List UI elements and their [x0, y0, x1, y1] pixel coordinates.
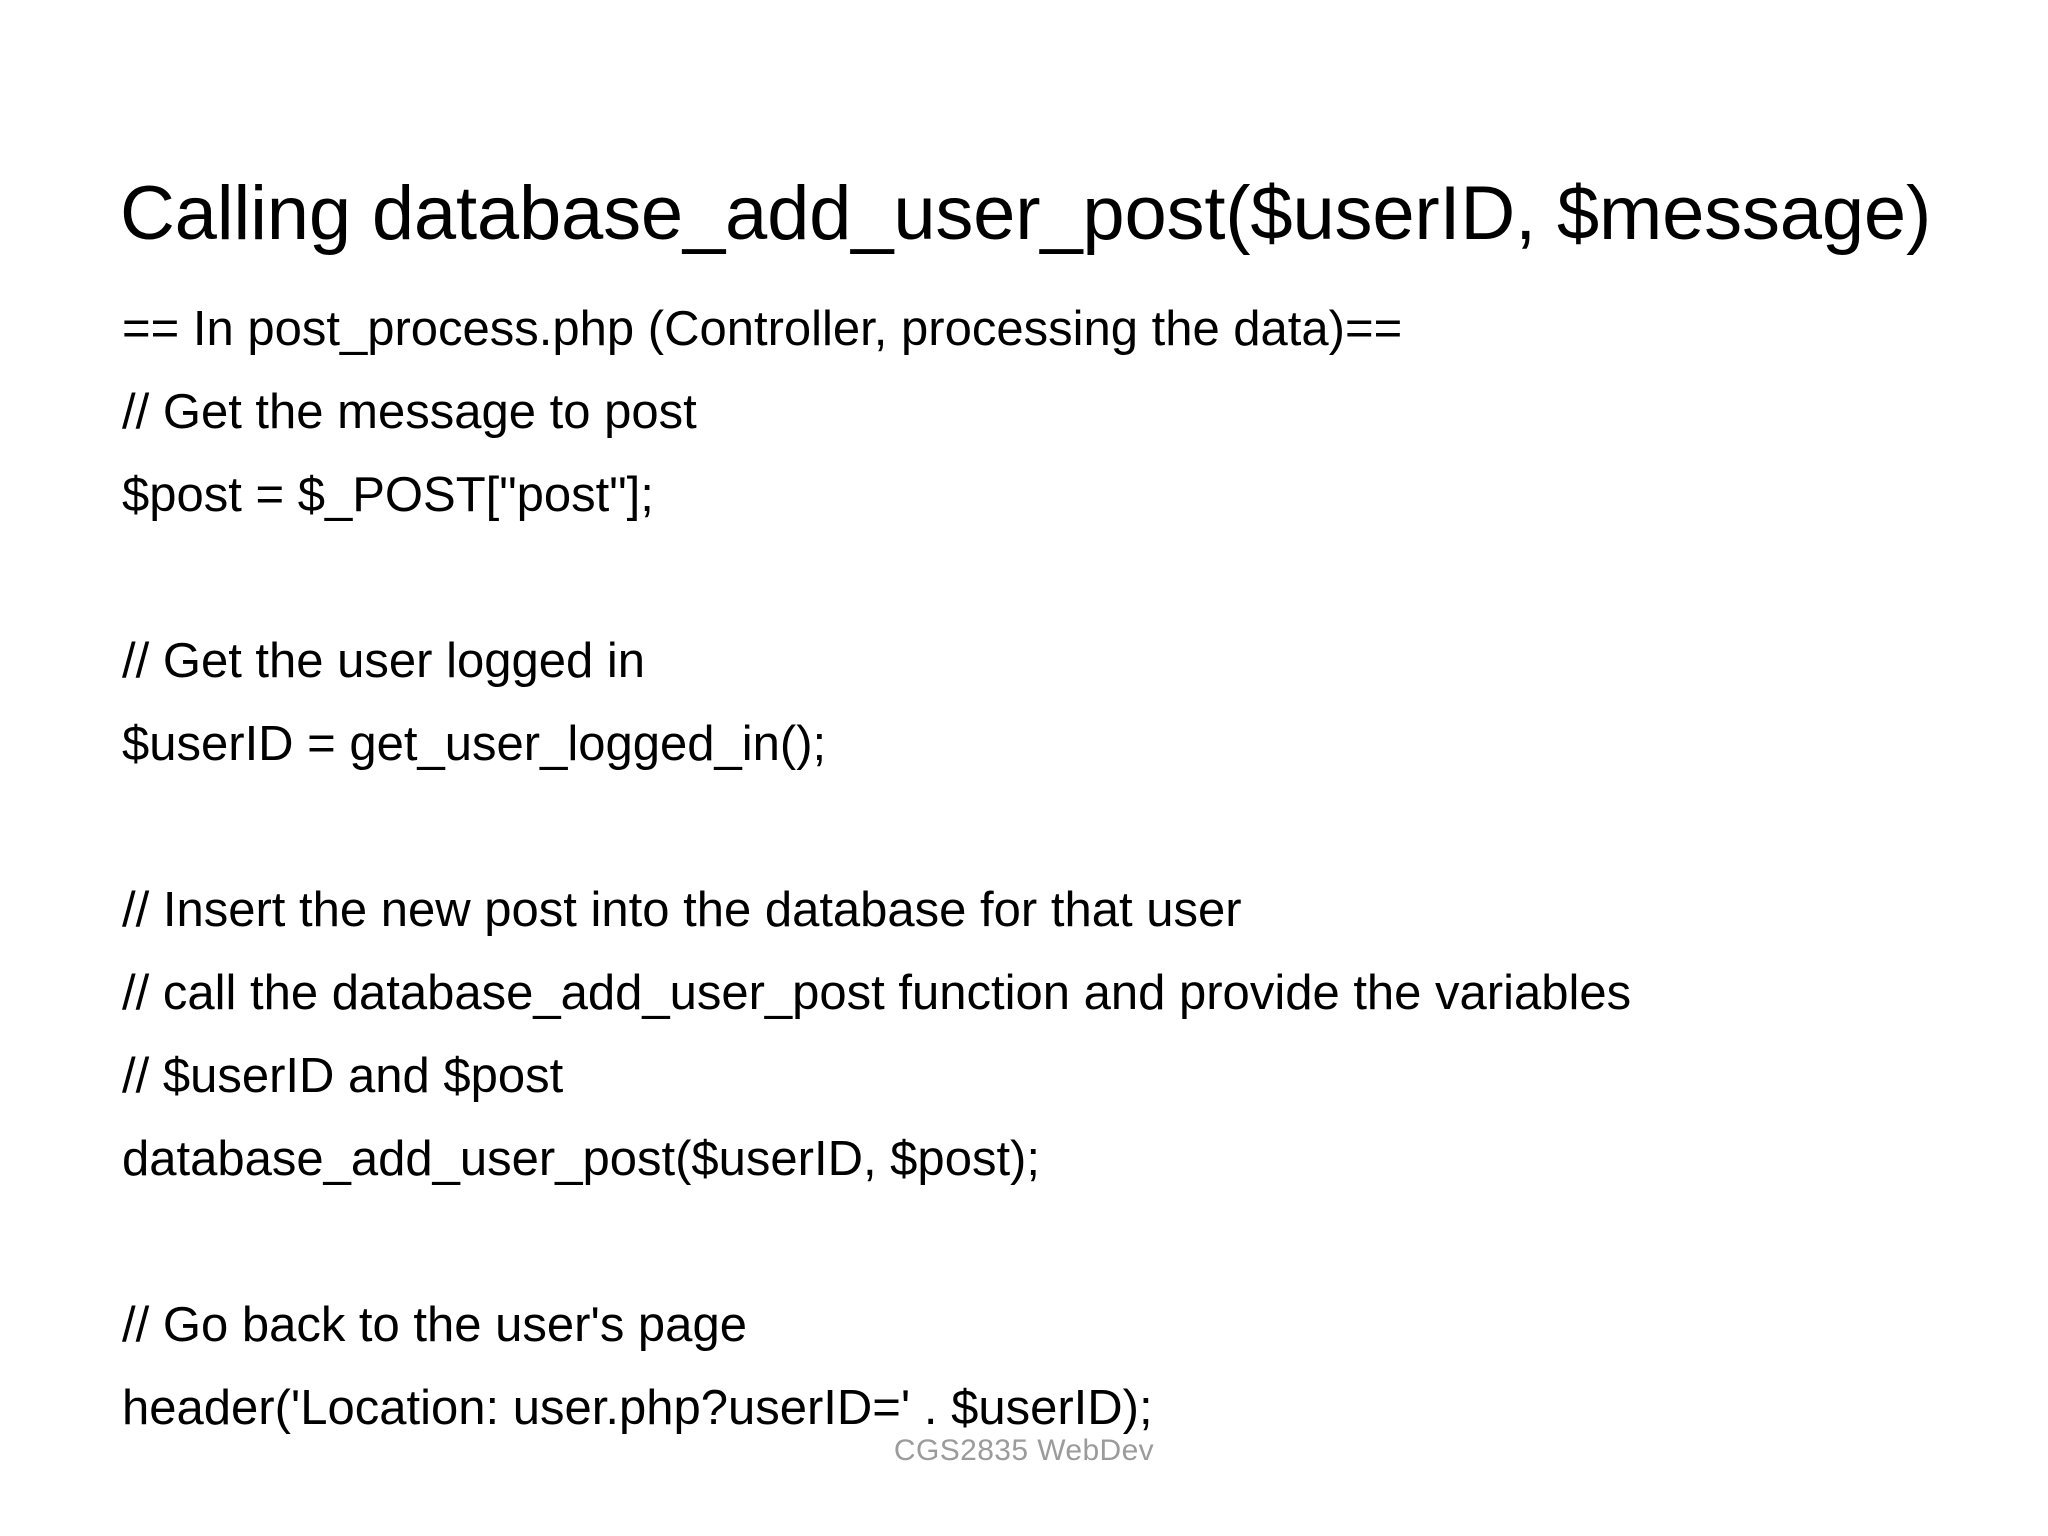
code-line-blank — [122, 1201, 1952, 1284]
code-line: // Get the message to post — [122, 385, 697, 439]
code-body: == In post_process.php (Controller, proc… — [122, 288, 1952, 1450]
code-line: $userID = get_user_logged_in(); — [122, 717, 827, 771]
code-line: $post = $_POST["post"]; — [122, 468, 654, 522]
code-line: // Insert the new post into the database… — [122, 883, 1242, 937]
code-line: header('Location: user.php?userID=' . $u… — [122, 1381, 1153, 1435]
code-line: // Go back to the user's page — [122, 1298, 747, 1352]
page-title: Calling database_add_user_post($userID, … — [120, 170, 1932, 256]
code-line-blank — [122, 537, 1952, 620]
code-line: database_add_user_post($userID, $post); — [122, 1132, 1040, 1186]
code-line: // Get the user logged in — [122, 634, 645, 688]
code-line: // $userID and $post — [122, 1049, 564, 1103]
code-line-blank — [122, 786, 1952, 869]
code-line: == In post_process.php (Controller, proc… — [122, 302, 1403, 356]
slide-footer: CGS2835 WebDev — [893, 1434, 1155, 1467]
code-line: // call the database_add_user_post funct… — [122, 966, 1632, 1020]
